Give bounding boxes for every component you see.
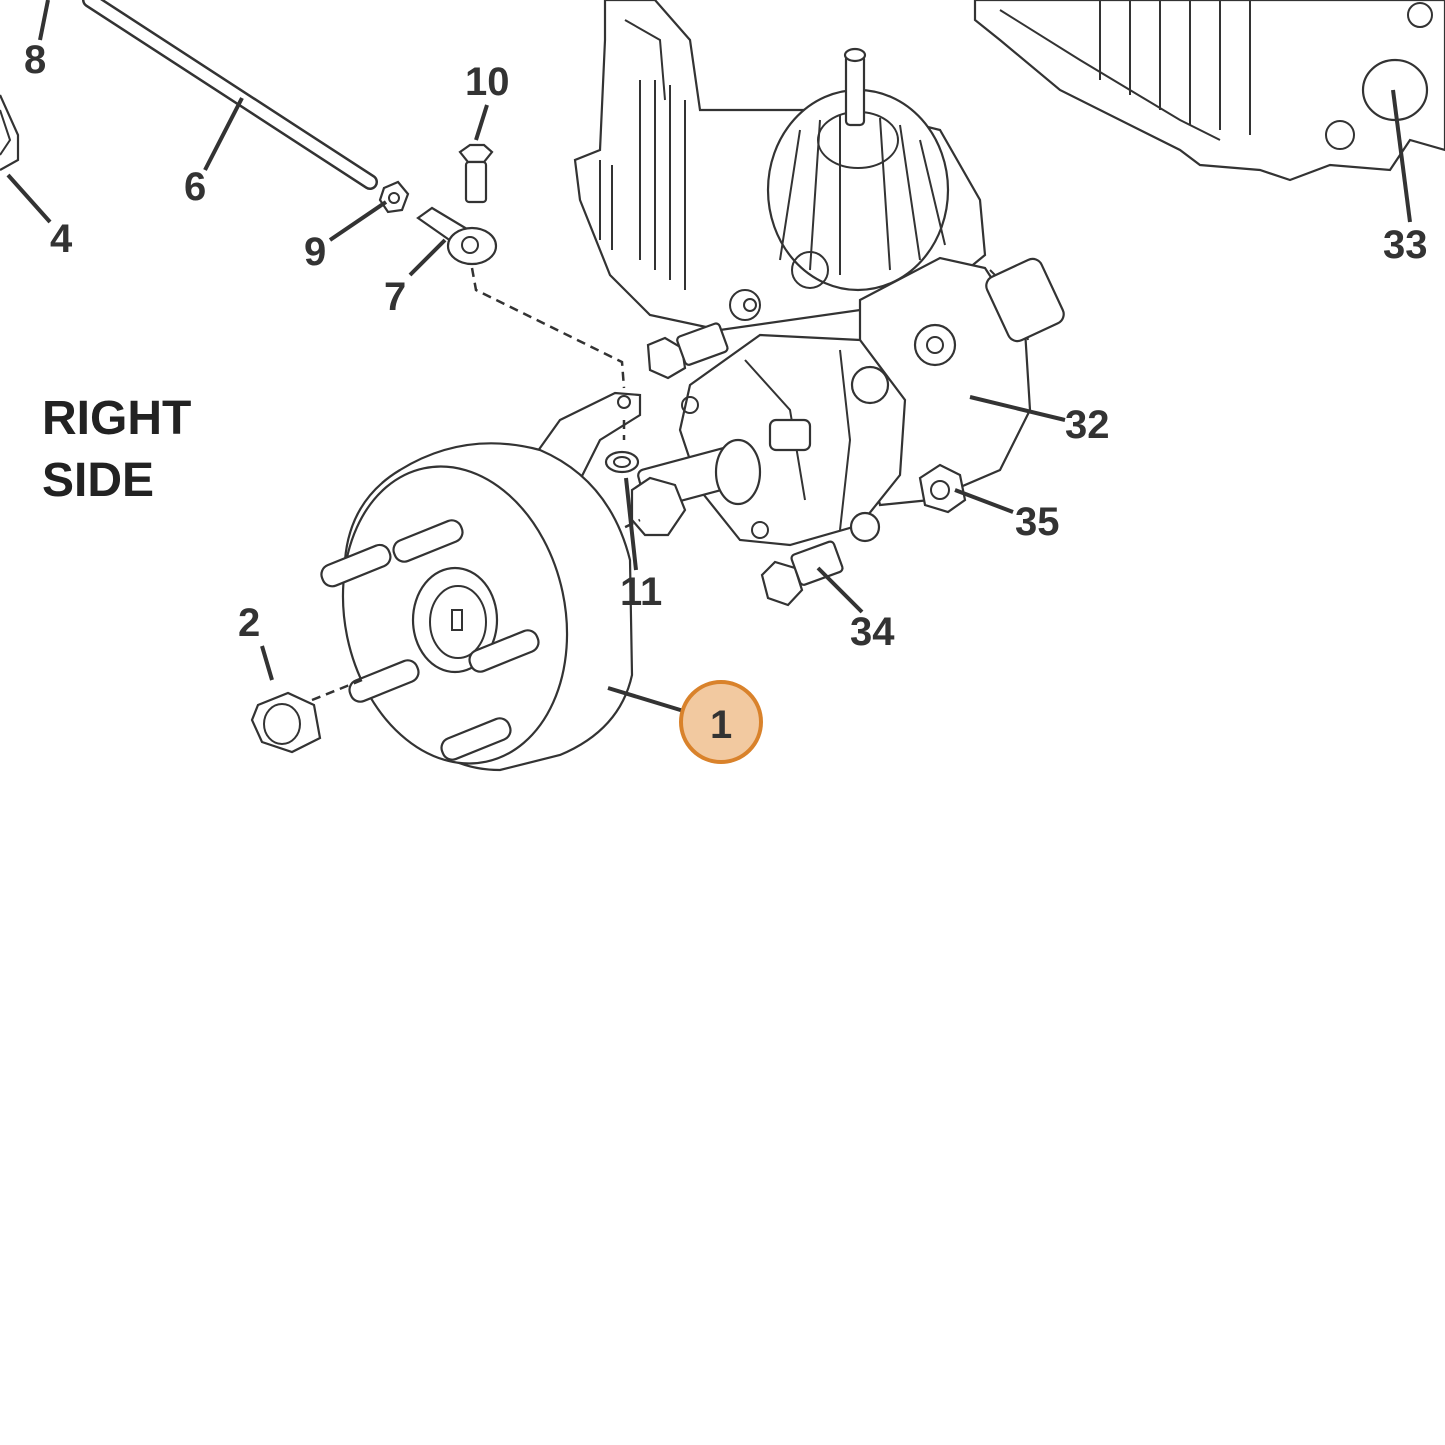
callout-11: 11: [620, 570, 662, 614]
assembly-path-7: [470, 267, 626, 389]
part-6-rod: [82, 0, 378, 190]
leader-lines: [6, 0, 1412, 718]
part-11-washer: [604, 450, 640, 474]
highlight-marker: [679, 680, 763, 764]
callout-1: 1: [710, 703, 732, 747]
callout-33: 33: [1383, 223, 1428, 267]
part-hex-bolt-axle: [630, 476, 687, 537]
part-10-bolt: [458, 143, 494, 204]
part-4-bracket: [0, 94, 20, 171]
part-gear-flange: [678, 333, 907, 547]
part-2-lug-nut: [250, 691, 322, 754]
callout-8: 8: [24, 38, 46, 82]
part-7-rod-end: [416, 206, 498, 266]
side-label-line2: SIDE: [42, 454, 155, 507]
assembly-path-2: [311, 678, 363, 702]
part-34-bolt: [760, 540, 844, 607]
callout-35: 35: [1015, 500, 1060, 544]
callout-32: 32: [1065, 403, 1110, 447]
callout-10: 10: [465, 60, 510, 104]
side-label: RIGHT SIDE: [42, 388, 191, 512]
part-9-nut: [378, 180, 410, 214]
callout-7: 7: [384, 275, 406, 319]
callout-34: 34: [850, 610, 895, 654]
part-35-nut: [918, 463, 967, 514]
callout-6: 6: [184, 165, 206, 209]
callout-2: 2: [238, 601, 260, 645]
callout-9: 9: [304, 230, 326, 274]
part-hex-bolt-top: [646, 322, 729, 380]
part-33-second-unit: [973, 0, 1445, 182]
side-label-line1: RIGHT: [42, 392, 192, 445]
callout-4: 4: [50, 217, 73, 261]
part-1-wheel-hub: [320, 442, 634, 772]
